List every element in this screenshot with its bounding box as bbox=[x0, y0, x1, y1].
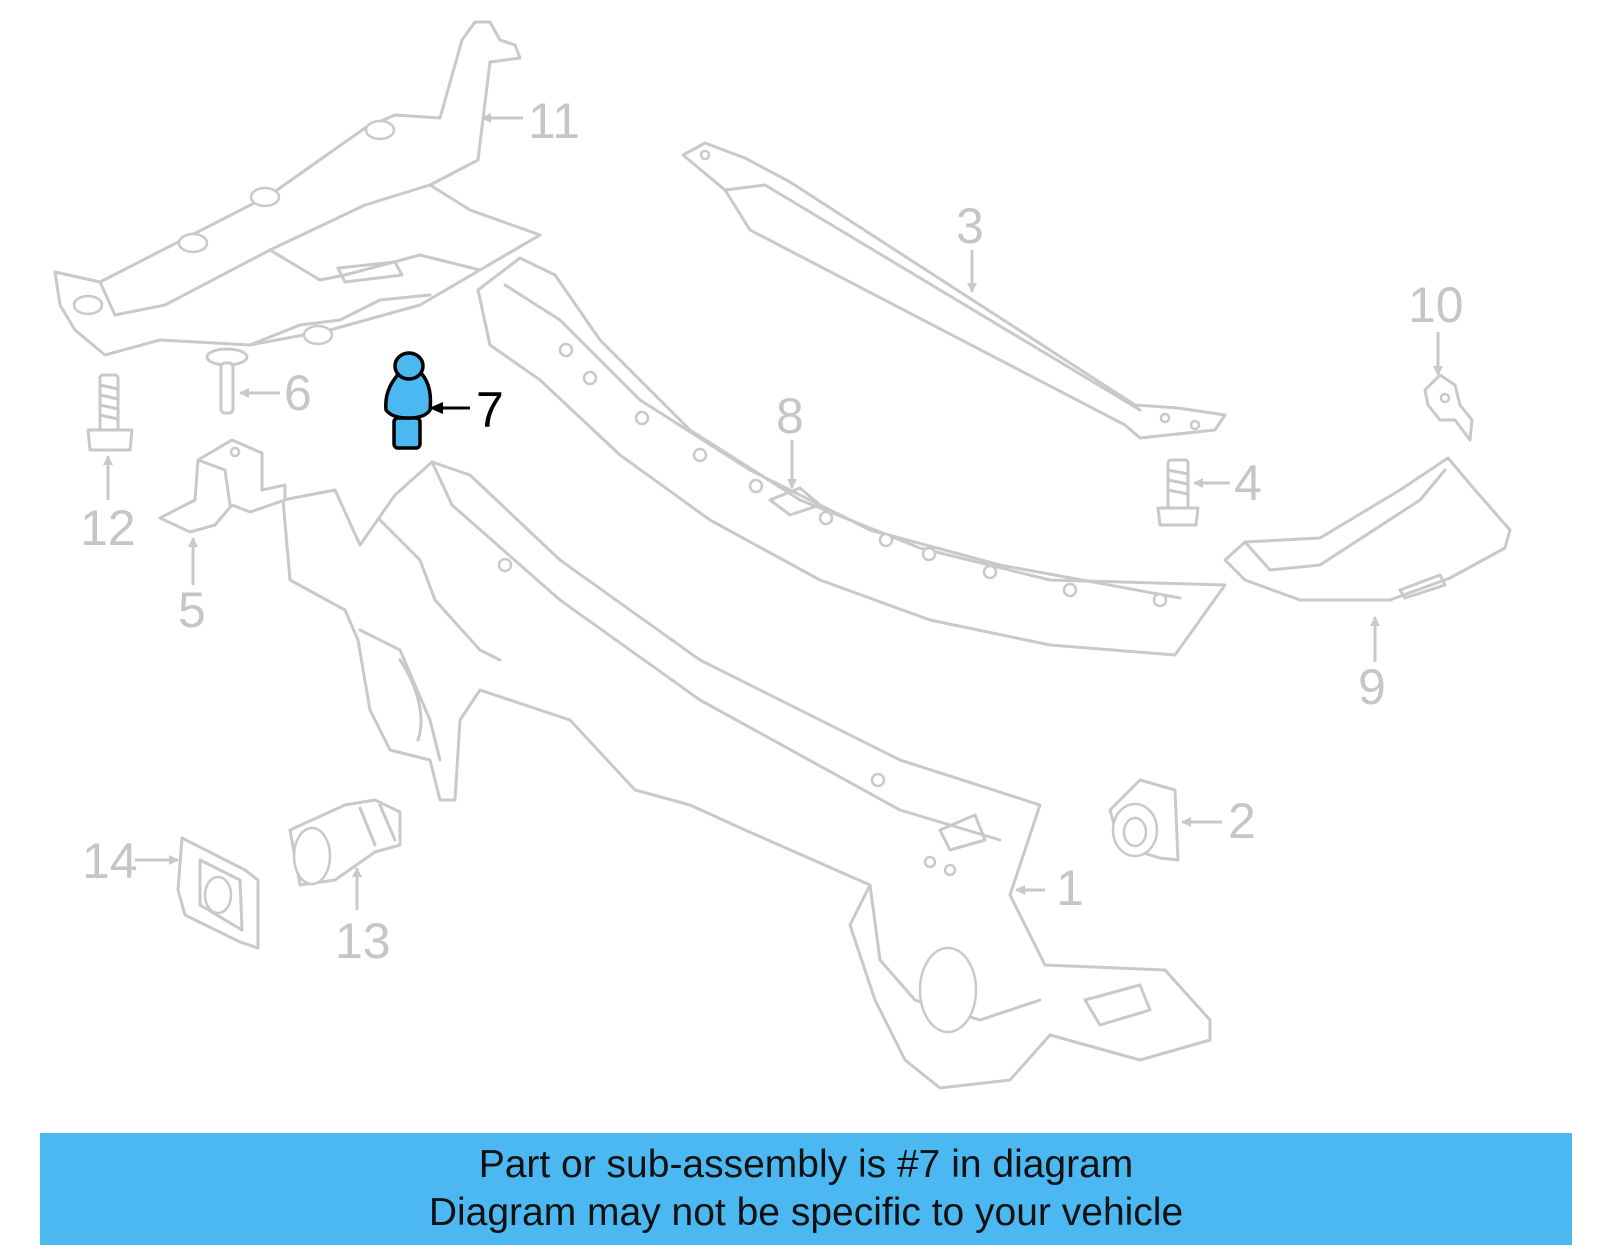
part-5-bracket bbox=[158, 438, 287, 534]
callout-13: 13 bbox=[335, 913, 391, 969]
callout-11: 11 bbox=[528, 93, 580, 149]
callout-labels: 1 2 3 4 5 6 7 8 9 10 11 12 13 14 bbox=[80, 93, 1464, 969]
callout-14: 14 bbox=[82, 833, 138, 889]
part-1-radiator-support bbox=[281, 460, 1212, 1090]
banner-line-1: Part or sub-assembly is #7 in diagram bbox=[478, 1143, 1134, 1186]
callout-5: 5 bbox=[178, 582, 206, 638]
banner-line-2: Diagram may not be specific to your vehi… bbox=[428, 1191, 1184, 1234]
callout-10: 10 bbox=[1408, 277, 1464, 333]
callout-2: 2 bbox=[1228, 793, 1256, 849]
part-3-upper-support bbox=[681, 141, 1227, 440]
part-7-highlighted bbox=[384, 351, 433, 450]
part-4-bolt bbox=[1156, 458, 1200, 527]
callout-6: 6 bbox=[284, 365, 312, 421]
leader-lines bbox=[103, 113, 1443, 910]
part-12-bolt bbox=[86, 373, 134, 452]
callout-8: 8 bbox=[776, 388, 804, 444]
callout-3: 3 bbox=[956, 198, 984, 254]
part-6-rivet bbox=[205, 347, 249, 415]
part-14-clip bbox=[176, 836, 260, 950]
callout-9: 9 bbox=[1358, 659, 1386, 715]
callout-7: 7 bbox=[476, 382, 504, 438]
part-13-sensor bbox=[288, 798, 402, 887]
part-9-bracket bbox=[1223, 456, 1512, 602]
part-10-bracket bbox=[1423, 373, 1474, 442]
callout-4: 4 bbox=[1234, 455, 1262, 511]
part-11-subframe bbox=[53, 20, 542, 357]
callout-12: 12 bbox=[80, 500, 136, 556]
part-2-clip bbox=[1108, 778, 1180, 862]
callout-1: 1 bbox=[1056, 860, 1084, 916]
part-8-tie-bar bbox=[476, 256, 1227, 657]
info-banner: Part or sub-assembly is #7 in diagram Di… bbox=[40, 1133, 1572, 1245]
